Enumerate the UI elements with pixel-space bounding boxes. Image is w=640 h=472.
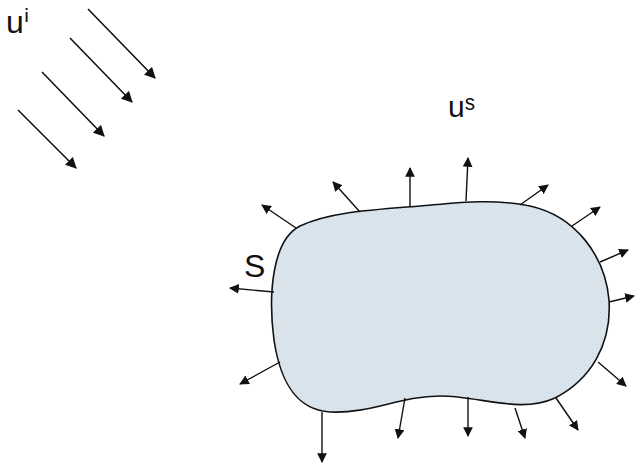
incident-wave-arrows [18,9,155,168]
scatterer-body [272,202,610,412]
scattered-wave-label: uˢ [448,92,475,122]
scattered-wave-arrows [230,158,634,462]
incident-wave-label: uⁱ [6,6,30,38]
surface-label: S [244,250,265,282]
